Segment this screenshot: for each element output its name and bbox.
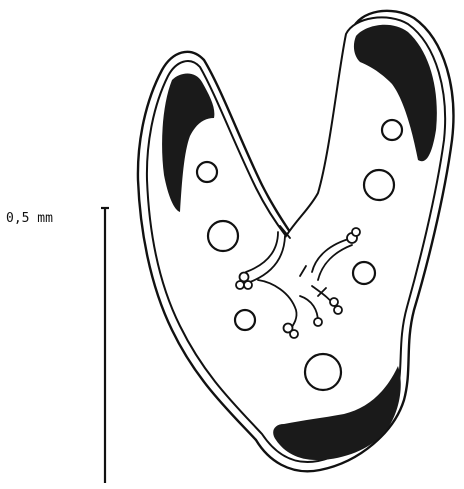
branch-node (334, 306, 342, 314)
cell-circle (364, 170, 394, 200)
branch-node (290, 330, 298, 338)
branch-node (244, 281, 252, 289)
branch-node (236, 281, 244, 289)
scale-bar: 0,5 mm (6, 208, 109, 483)
cell-circle (235, 310, 255, 330)
cell-circle (197, 162, 217, 182)
branch-node (240, 273, 249, 282)
cell-circle (353, 262, 375, 284)
cell-circle (382, 120, 402, 140)
branch-node (330, 298, 338, 306)
branch-node (352, 228, 360, 236)
branch-node (314, 318, 322, 326)
cell-circle (305, 354, 341, 390)
scale-bar-label: 0,5 mm (6, 211, 53, 226)
cell-circle (208, 221, 238, 251)
